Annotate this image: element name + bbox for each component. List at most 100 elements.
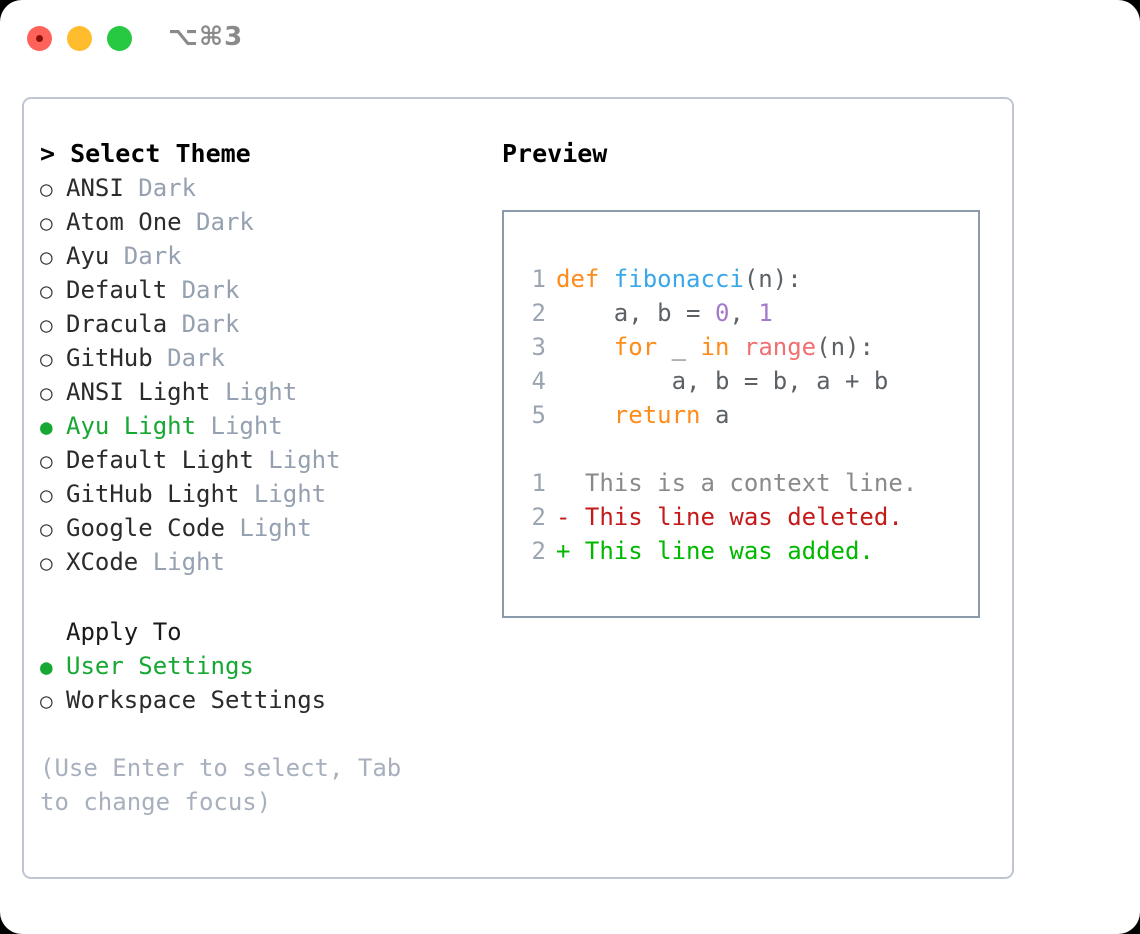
theme-option-github-light[interactable]: ○ GitHub Light Light	[40, 477, 480, 511]
theme-option-variant: Light	[152, 548, 225, 576]
code-token-pln	[556, 401, 614, 429]
theme-option-label: GitHub	[66, 344, 168, 372]
close-button[interactable]	[27, 26, 52, 51]
keyboard-shortcut-label: ⌥⌘3	[168, 22, 244, 52]
apply-to-section: Apply To ● User Settings ○ Workspace Settin…	[40, 615, 480, 717]
code-spacer	[504, 432, 978, 466]
code-token-num: 0	[714, 299, 730, 327]
theme-option-variant: Light	[253, 480, 327, 508]
theme-option-label: Atom One	[66, 208, 197, 236]
line-number: 1	[531, 469, 546, 497]
theme-picker-column: > Select Theme ○ANSI Dark○Atom One Dark○…	[40, 137, 480, 819]
zoom-button[interactable]	[107, 26, 132, 51]
code-token-pln: _	[657, 333, 701, 361]
theme-option-label: Ayu	[66, 242, 124, 270]
radio-unselected-icon[interactable]: ○	[40, 483, 53, 507]
diff-line-text: - This line was deleted.	[556, 503, 903, 531]
radio-selected-icon[interactable]: ●	[40, 655, 53, 679]
apply-to-heading: Apply To	[66, 618, 182, 646]
code-token-pln: a	[700, 401, 730, 429]
radio-unselected-icon[interactable]: ○	[40, 279, 53, 303]
diff-line-text: + This line was added.	[556, 537, 874, 565]
line-number: 2	[531, 503, 546, 531]
code-token-fn: fibonacci	[613, 265, 744, 293]
theme-option-ansi-light[interactable]: ○ANSI Light Light	[40, 375, 480, 409]
code-token-pln: (n):	[743, 265, 802, 293]
theme-option-label: Ayu Light	[66, 412, 211, 440]
radio-unselected-icon[interactable]: ○	[40, 347, 53, 371]
theme-option-variant: Dark	[196, 208, 254, 236]
code-token-kw: def	[556, 265, 614, 293]
theme-option-default[interactable]: ○Default Dark	[40, 273, 480, 307]
radio-unselected-icon[interactable]: ○	[40, 689, 53, 713]
theme-option-variant: Dark	[138, 174, 197, 202]
line-number: 3	[531, 333, 546, 361]
theme-option-github[interactable]: ○GitHub Dark	[40, 341, 480, 375]
apply-to-option-label: User Settings	[66, 652, 254, 680]
radio-unselected-icon[interactable]: ○	[40, 517, 53, 541]
theme-option-variant: Dark	[181, 310, 240, 338]
diff-line-add: 2 + This line was added.	[504, 534, 978, 568]
line-number: 2	[531, 537, 546, 565]
keyboard-hint-text: (Use Enter to select, Tab to change focu…	[40, 754, 416, 816]
code-token-pln: a, b =	[556, 299, 715, 327]
select-theme-heading: > Select Theme	[40, 139, 251, 168]
code-token-pln	[729, 333, 743, 361]
diff-line-text: This is a context line.	[556, 469, 918, 497]
radio-unselected-icon[interactable]: ○	[40, 177, 53, 201]
theme-option-ansi[interactable]: ○ ANSI Dark	[40, 171, 480, 205]
theme-option-variant: Light	[210, 412, 283, 440]
code-line: 5 return a	[504, 398, 978, 432]
theme-option-label: ANSI	[66, 174, 139, 202]
theme-option-label: Dracula	[66, 310, 182, 338]
code-token-pln: ,	[729, 299, 759, 327]
title-bar: ⌥⌘3	[0, 0, 1140, 78]
radio-unselected-icon[interactable]: ○	[40, 211, 53, 235]
apply-to-option-user-settings[interactable]: ● User Settings	[40, 649, 480, 683]
theme-option-variant: Light	[239, 514, 312, 542]
theme-option-label: GitHub Light	[66, 480, 254, 508]
code-token-kw: for	[613, 333, 658, 361]
theme-option-atom-one[interactable]: ○ Atom One Dark	[40, 205, 480, 239]
code-token-num: 1	[758, 299, 773, 327]
radio-unselected-icon[interactable]: ○	[40, 313, 53, 337]
diff-sample: 1 This is a context line. 2 - This line wa…	[504, 466, 978, 568]
settings-panel: > Select Theme ○ANSI Dark○Atom One Dark○…	[22, 97, 1014, 879]
theme-option-variant: Dark	[123, 242, 182, 270]
theme-option-label: XCode	[66, 548, 153, 576]
code-line-text: a, b = b, a + b	[556, 364, 889, 398]
theme-option-default-light[interactable]: ○Default Light Light	[40, 443, 480, 477]
line-number: 2	[531, 299, 546, 327]
radio-selected-icon[interactable]: ●	[40, 415, 53, 439]
theme-option-xcode[interactable]: ○ XCode Light	[40, 545, 480, 579]
theme-option-dracula[interactable]: ○ Dracula Dark	[40, 307, 480, 341]
code-line-text: for _ in range(n):	[556, 330, 874, 364]
line-number: 5	[531, 401, 546, 429]
radio-unselected-icon[interactable]: ○	[40, 551, 53, 575]
code-line: 3 for _ in range(n):	[504, 330, 978, 364]
code-line: 2 a, b = 0, 1	[504, 296, 978, 330]
code-token-pln: (n):	[816, 333, 874, 361]
code-token-bltn: range	[743, 333, 817, 361]
code-line-text: return a	[556, 398, 730, 432]
radio-unselected-icon[interactable]: ○	[40, 449, 53, 473]
apply-to-option-label: Workspace Settings	[66, 686, 327, 714]
code-token-kw: in	[700, 333, 730, 361]
code-token-kw: return	[613, 401, 701, 429]
theme-option-google-code[interactable]: ○Google Code Light	[40, 511, 480, 545]
diff-line-ctx: 1 This is a context line.	[504, 466, 978, 500]
radio-unselected-icon[interactable]: ○	[40, 245, 53, 269]
theme-list[interactable]: ○ANSI Dark○Atom One Dark○Ayu Dark○Defaul…	[40, 171, 480, 579]
diff-line-del: 2 - This line was deleted.	[504, 500, 978, 534]
theme-option-ayu[interactable]: ○ Ayu Dark	[40, 239, 480, 273]
theme-option-variant: Dark	[181, 276, 240, 304]
apply-to-option-workspace-settings[interactable]: ○ Workspace Settings	[40, 683, 480, 717]
apply-to-list[interactable]: ● User Settings ○ Workspace Settings	[40, 649, 480, 717]
radio-unselected-icon[interactable]: ○	[40, 381, 53, 405]
theme-option-ayu-light[interactable]: ● Ayu Light Light	[40, 409, 480, 443]
code-token-pln	[556, 333, 614, 361]
minimize-button[interactable]	[67, 26, 92, 51]
